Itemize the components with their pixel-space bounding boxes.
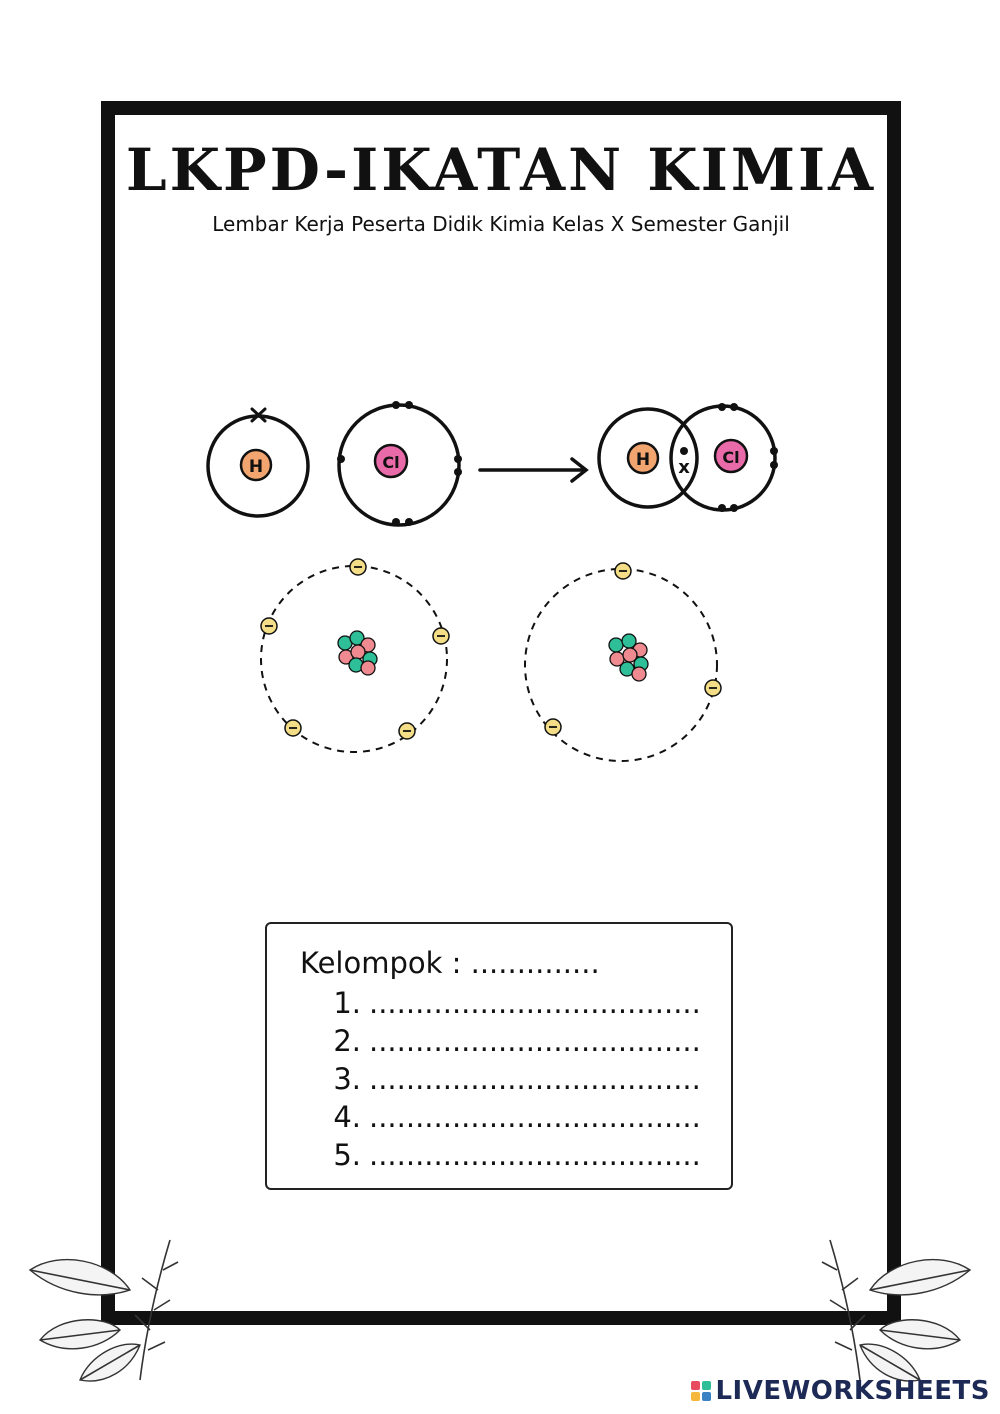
chemistry-illustration: H Cl H Cl x — [206, 401, 778, 762]
hcl-cl-label: Cl — [722, 448, 739, 467]
bohr-orbit-left — [260, 565, 448, 753]
cl-label: Cl — [382, 453, 399, 472]
bohr-nucleus-right — [608, 633, 649, 682]
bohr-orbit-right — [524, 568, 718, 762]
bohr-electrons — [260, 558, 722, 740]
liveworksheets-watermark[interactable]: LIVEWORKSHEETS — [691, 1376, 990, 1406]
member-number: 1. — [333, 986, 361, 1020]
h-nucleus — [239, 448, 273, 482]
member-blank[interactable]: .................................... — [369, 1100, 701, 1134]
hcl-h-label: H — [636, 450, 650, 470]
hcl-h-shell — [597, 407, 699, 509]
member-number: 2. — [333, 1024, 361, 1058]
member-number: 3. — [333, 1062, 361, 1096]
member-blank[interactable]: .................................... — [369, 1062, 701, 1096]
member-line-4[interactable]: 4..................................... — [325, 1100, 701, 1134]
cl-electrons — [337, 401, 462, 526]
bohr-electron-signs — [265, 566, 717, 732]
page-title: LKPD-IKATAN KIMIA — [125, 136, 877, 204]
page-subtitle: Lembar Kerja Peserta Didik Kimia Kelas X… — [212, 212, 790, 236]
watermark-text: LIVEWORKSHEETS — [715, 1376, 990, 1406]
shared-electron-dot — [680, 447, 688, 455]
member-number: 4. — [333, 1100, 361, 1134]
shared-electron-x: x — [678, 457, 690, 478]
member-line-3[interactable]: 3..................................... — [325, 1062, 701, 1096]
member-blank[interactable]: .................................... — [369, 1138, 701, 1172]
bohr-nucleus-left — [337, 630, 378, 676]
member-line-2[interactable]: 2..................................... — [325, 1024, 701, 1058]
member-number: 5. — [333, 1138, 361, 1172]
member-blank[interactable]: .................................... — [369, 986, 701, 1020]
leaf-decoration-left-icon — [28, 1239, 179, 1382]
hcl-cl-electrons — [718, 403, 778, 512]
hcl-cl-nucleus — [713, 438, 749, 474]
member-line-5[interactable]: 5..................................... — [325, 1138, 701, 1172]
group-label[interactable]: Kelompok : .............. — [300, 946, 600, 980]
liveworksheets-logo-icon — [691, 1381, 712, 1401]
member-line-1[interactable]: 1..................................... — [325, 986, 701, 1020]
cl-nucleus — [373, 443, 409, 479]
h-label: H — [249, 457, 263, 477]
hcl-h-nucleus — [626, 441, 660, 475]
leaf-decoration-right-icon — [821, 1239, 972, 1382]
group-info-box: Kelompok : .............. 1.............… — [265, 922, 733, 1190]
member-blank[interactable]: .................................... — [369, 1024, 701, 1058]
reaction-arrow-head — [570, 457, 589, 483]
h-electron-x — [250, 407, 267, 423]
